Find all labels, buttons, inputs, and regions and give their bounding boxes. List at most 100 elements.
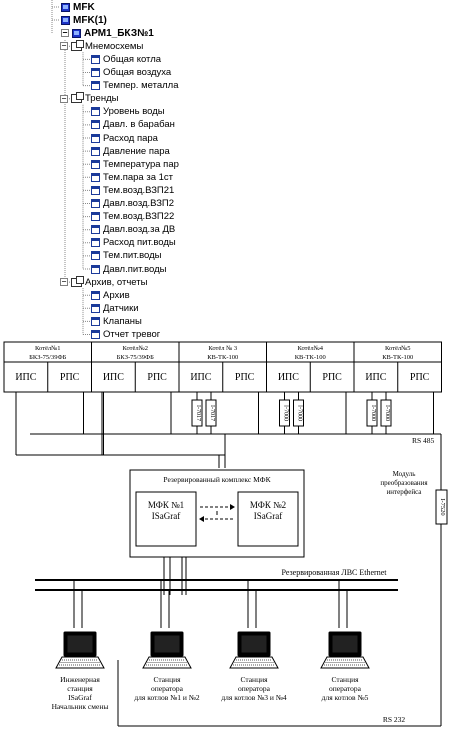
boiler-name: Котёл№2 [122, 345, 148, 352]
ips-label: ИПС [278, 372, 299, 383]
boiler-box [353, 341, 442, 393]
station-label: оператора [329, 684, 362, 693]
tree-item-label: Клапаны [103, 315, 142, 327]
tree-root-item[interactable]: MFK [61, 1, 95, 13]
monitor-icon [328, 631, 362, 657]
tree-leaf-item[interactable]: Общая котла [91, 53, 161, 65]
tree-item-label: Темпер. металла [103, 80, 179, 92]
tree-item-label: Давл.возд.за ДВ [103, 224, 176, 236]
tree-leaf-item[interactable]: Тем.возд.ВЗП21 [91, 184, 174, 196]
station-label: станция [67, 684, 93, 693]
page-icon [91, 120, 100, 130]
tree-leaf-item[interactable]: Датчики [91, 302, 139, 314]
tree-group[interactable]: − Мнемосхемы [60, 39, 144, 52]
page-icon [91, 303, 100, 313]
tree-leaf-item[interactable]: Расход пара [91, 132, 158, 144]
mfk-unit-name: МФК №2 [250, 500, 286, 510]
page-icon [91, 146, 100, 156]
mfk-unit-software: ISaGraf [152, 511, 181, 521]
tree-root-item[interactable]: − АРМ1_БКЗ№1 [61, 27, 154, 39]
tree-leaf-item[interactable]: Давл.возд.ВЗП2 [91, 198, 174, 210]
page-icon [91, 251, 100, 261]
boiler-box [178, 341, 267, 393]
boiler-name: Котёл№4 [297, 345, 323, 352]
keyboard-icon [142, 656, 192, 669]
page-icon [91, 133, 100, 143]
tree-leaf-item[interactable]: Температура пар [91, 158, 179, 170]
tree-root-item[interactable]: MFK(1) [61, 14, 107, 26]
tree-leaf-item[interactable]: Расход пит.воды [91, 237, 176, 249]
tree-leaf-item[interactable]: Давл.возд.за ДВ [91, 224, 175, 236]
converter-label: I-7000 [370, 405, 376, 421]
tree-item-label: Давл.пит.воды [103, 263, 167, 275]
monitor-icon [237, 631, 271, 657]
tree-leaf-item[interactable]: Тем.пит.воды [91, 250, 162, 262]
ips-label: ИПС [190, 372, 211, 383]
collapse-toggle[interactable]: − [60, 277, 68, 287]
tree-item-label: Мнемосхемы [85, 40, 144, 52]
tree-item-label: MFK [73, 1, 95, 13]
tree-leaf-item[interactable]: Отчет тревог [91, 329, 160, 341]
boiler-model: КВ-ТК-100 [295, 354, 326, 361]
ips-label: ИПС [15, 372, 36, 383]
tree-item-label: Давление пара [103, 145, 170, 157]
boiler-model: БКЗ-75/39ФБ [117, 354, 154, 361]
tree-group[interactable]: − Архив, отчеты [60, 275, 148, 288]
collapse-toggle[interactable]: − [60, 41, 68, 51]
mfk-complex-box [129, 469, 305, 558]
converter-label: I-7000 [384, 405, 390, 421]
tree-leaf-item[interactable]: Тем.возд.ВЗП22 [91, 211, 174, 223]
converter-box [191, 399, 203, 427]
page-icon [91, 81, 100, 91]
boiler-name: Котёл№1 [35, 345, 61, 352]
station-label: Начальник смены [52, 702, 109, 711]
converter-box [366, 399, 378, 427]
page-icon [91, 264, 100, 274]
station-label: Инженерная [60, 675, 100, 684]
page-icon [91, 185, 100, 195]
tree-leaf-item[interactable]: Клапаны [91, 315, 142, 327]
rps-label: РПС [60, 372, 80, 383]
folder-icon [71, 92, 84, 104]
tree-leaf-item[interactable]: Давление пара [91, 145, 170, 157]
monitor-screen [153, 634, 181, 654]
tree-item-label: АРМ1_БКЗ№1 [84, 27, 154, 39]
collapse-toggle[interactable]: − [61, 28, 69, 38]
converter-box [293, 399, 304, 427]
tree-leaf-item[interactable]: Архив [91, 289, 130, 301]
tree-leaf-item[interactable]: Давл.пит.воды [91, 263, 167, 275]
tree-item-label: Уровень воды [103, 106, 165, 118]
converter-label: I-7000 [283, 405, 289, 421]
folder-icon [71, 275, 84, 287]
rps-label: РПС [410, 372, 430, 383]
computer-icon [72, 28, 81, 38]
collapse-toggle[interactable]: − [60, 93, 68, 103]
tree-group[interactable]: − Тренды [60, 92, 119, 105]
converter-label: I-7017 [195, 405, 201, 421]
page-icon [91, 54, 100, 64]
interface-module-label: Модуль [393, 470, 416, 478]
page-icon [91, 225, 100, 235]
boiler-name: Котёл № 3 [208, 345, 237, 352]
ethernet-label: Резервированная ЛВС Ethernet [282, 568, 388, 577]
rps-label: РПС [147, 372, 167, 383]
monitor-screen [66, 634, 94, 654]
station-label: для котлов №3 и №4 [221, 693, 287, 702]
tree-item-label: Архив, отчеты [85, 276, 148, 288]
tree-leaf-item[interactable]: Давл. в барабан [91, 119, 175, 131]
page-icon [91, 316, 100, 326]
tree-leaf-item[interactable]: Общая воздуха [91, 67, 171, 79]
tree-leaf-item[interactable]: Уровень воды [91, 106, 165, 118]
page-icon [91, 212, 100, 222]
tree-leaf-item[interactable]: Тем.пара за 1ст [91, 171, 173, 183]
tree-item-label: Тренды [85, 93, 119, 105]
converter-box [205, 399, 217, 427]
boiler-box [266, 341, 355, 393]
rps-label: РПС [322, 372, 342, 383]
mfk-unit-box [135, 491, 197, 547]
monitor-icon [150, 631, 184, 657]
tree-leaf-item[interactable]: Темпер. металла [91, 80, 178, 92]
folder-icon [71, 39, 84, 51]
boiler-box [3, 341, 92, 393]
